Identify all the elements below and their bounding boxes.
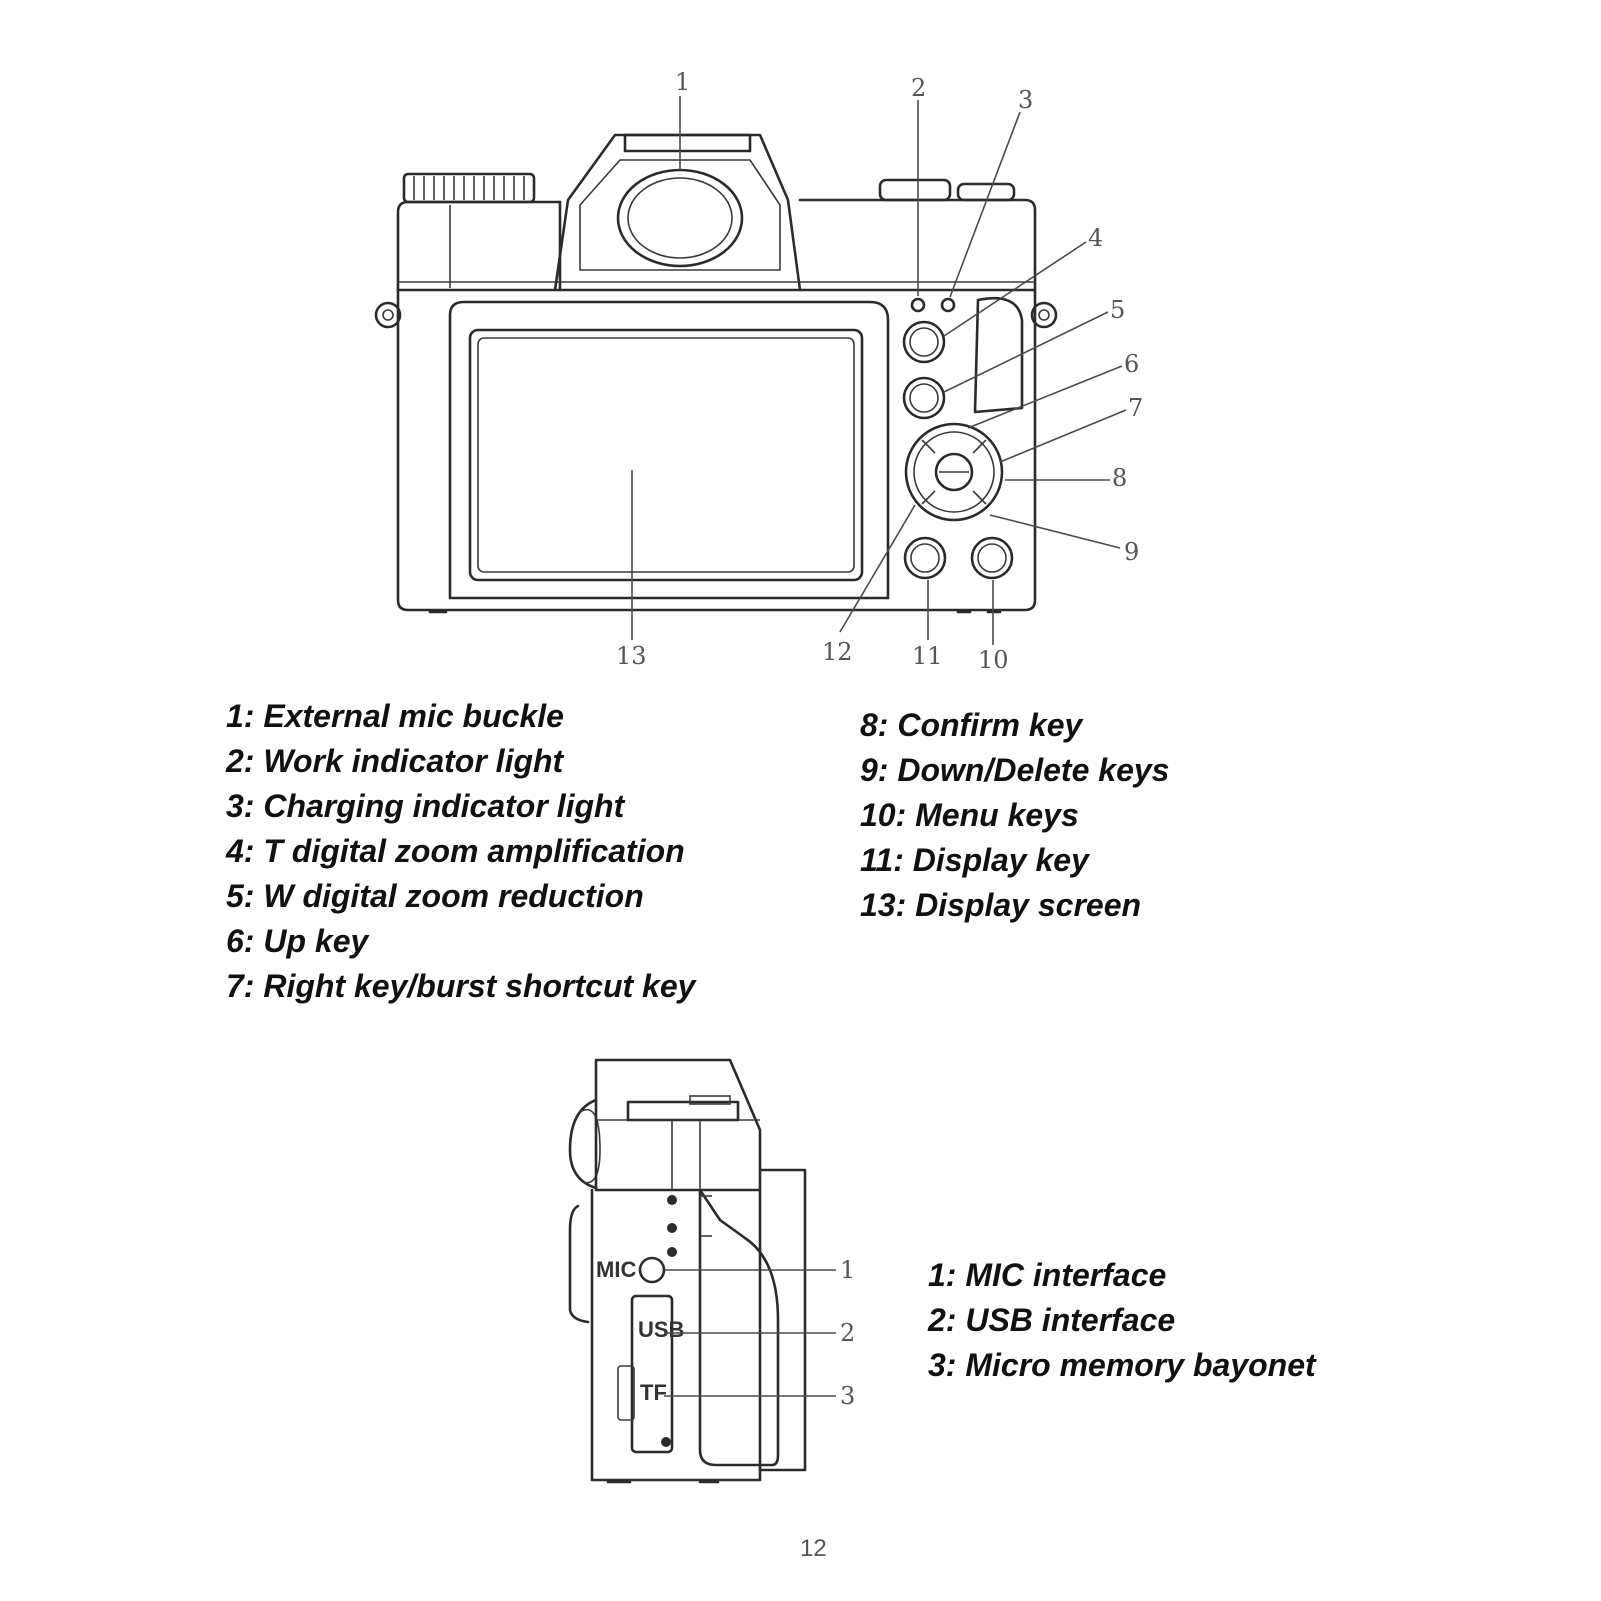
mode-dial bbox=[402, 172, 536, 204]
callout-front-7: 7 bbox=[1128, 394, 1143, 422]
side-callouts: 1 2 3 bbox=[840, 1256, 855, 1410]
thumb-grip bbox=[973, 296, 1024, 414]
callout-front-13: 13 bbox=[616, 642, 647, 670]
power-button bbox=[956, 182, 1016, 202]
port-door bbox=[630, 1294, 674, 1454]
legend-item: 9: Down/Delete keys bbox=[860, 752, 1170, 788]
callout-side-1: 1 bbox=[840, 1256, 855, 1284]
callout-front-4: 4 bbox=[1088, 224, 1103, 252]
usb-port-label: USB bbox=[638, 1317, 684, 1342]
screen-frame bbox=[448, 300, 890, 600]
legend-item: 1: External mic buckle bbox=[226, 698, 564, 734]
front-leader-lines bbox=[631, 96, 1127, 645]
display-key bbox=[903, 536, 947, 580]
direction-pad bbox=[904, 422, 1004, 522]
callout-front-10: 10 bbox=[978, 646, 1009, 674]
mic-port bbox=[638, 1256, 666, 1284]
mic-port-label: MIC bbox=[596, 1257, 636, 1282]
callout-front-1: 1 bbox=[675, 68, 690, 96]
work-indicator-light bbox=[910, 297, 926, 313]
legend-item: 1: MIC interface bbox=[928, 1257, 1167, 1293]
shutter-button bbox=[878, 178, 952, 202]
callout-front-6: 6 bbox=[1124, 350, 1139, 378]
legend-item: 3: Charging indicator light bbox=[226, 788, 625, 824]
callout-front-11: 11 bbox=[912, 642, 943, 670]
zoom-in-button bbox=[902, 320, 946, 364]
callout-front-5: 5 bbox=[1110, 296, 1125, 324]
legend-item: 7: Right key/burst shortcut key bbox=[226, 968, 696, 1004]
display-screen bbox=[468, 328, 864, 582]
side-eyecup bbox=[568, 1098, 598, 1190]
strap-lug-left bbox=[374, 301, 402, 329]
charging-indicator-light bbox=[940, 297, 956, 313]
legend-item: 10: Menu keys bbox=[860, 797, 1079, 833]
legend-item: 13: Display screen bbox=[860, 887, 1142, 923]
camera-back-view bbox=[374, 133, 1058, 614]
callout-front-9: 9 bbox=[1124, 538, 1139, 566]
callout-front-3: 3 bbox=[1018, 86, 1033, 114]
legend-item: 5: W digital zoom reduction bbox=[226, 878, 644, 914]
legend-item: 6: Up key bbox=[226, 923, 369, 959]
callout-side-2: 2 bbox=[840, 1319, 855, 1347]
page-number: 12 bbox=[800, 1535, 827, 1562]
legend-item: 2: Work indicator light bbox=[226, 743, 564, 779]
menu-key bbox=[970, 536, 1014, 580]
eyepiece bbox=[616, 168, 744, 268]
legend-item: 3: Micro memory bayonet bbox=[928, 1347, 1316, 1383]
legend-item: 11: Display key bbox=[860, 842, 1089, 878]
legend-item: 2: USB interface bbox=[928, 1302, 1176, 1338]
callout-front-12: 12 bbox=[822, 638, 853, 666]
tf-slot-label: TF bbox=[640, 1380, 667, 1405]
callout-front-2: 2 bbox=[911, 74, 926, 102]
front-legend-right: 8: Confirm key 9: Down/Delete keys 10: M… bbox=[860, 703, 1169, 928]
strap-lug-right bbox=[1030, 301, 1058, 329]
zoom-out-button bbox=[902, 376, 946, 420]
side-leader-lines bbox=[664, 1269, 836, 1397]
front-legend-left: 1: External mic buckle 2: Work indicator… bbox=[226, 694, 695, 1009]
confirm-button bbox=[934, 452, 974, 492]
legend-item: 4: T digital zoom amplification bbox=[226, 833, 685, 869]
camera-side-view: MIC USB TF bbox=[568, 1058, 807, 1484]
front-callouts: 1 2 3 4 5 6 7 8 9 10 11 12 13 bbox=[616, 68, 1143, 674]
legend-item: 8: Confirm key bbox=[860, 707, 1083, 743]
callout-front-8: 8 bbox=[1112, 464, 1127, 492]
callout-side-3: 3 bbox=[840, 1382, 855, 1410]
side-legend: 1: MIC interface 2: USB interface 3: Mic… bbox=[928, 1253, 1316, 1388]
hot-shoe bbox=[623, 133, 752, 153]
